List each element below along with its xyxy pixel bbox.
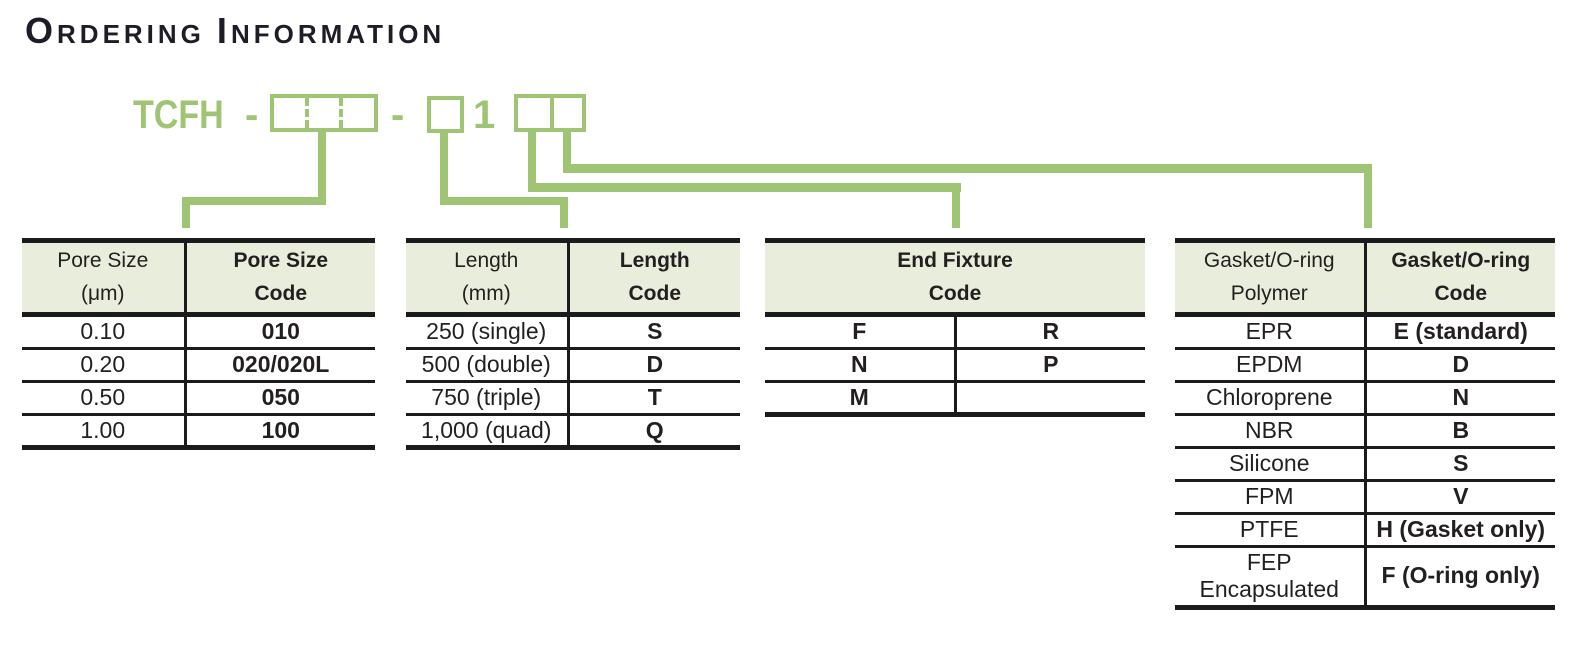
table-cell: 750 (triple)	[406, 379, 570, 415]
table-cell: FPM	[1175, 478, 1367, 514]
length-table-column-header: Length (mm)	[406, 240, 570, 318]
pore-size-code-box-divider	[339, 98, 343, 128]
table-cell: 500 (double)	[406, 346, 570, 382]
part-number-prefix: TCFH	[133, 93, 224, 137]
table-cell: S	[568, 313, 740, 349]
end-fixture-connector-stem	[528, 130, 536, 192]
table-cell: D	[568, 346, 740, 382]
length-code-box	[427, 96, 464, 133]
table-cell: 020/020L	[185, 346, 375, 382]
table-cell: Q	[568, 412, 740, 448]
part-number-fixed-digit: 1	[473, 93, 496, 137]
table-cell: F (O-ring only)	[1365, 544, 1555, 608]
end-fixture-gasket-box-divider	[550, 98, 554, 128]
table-cell: N	[765, 346, 957, 382]
table-cell: EPDM	[1175, 346, 1367, 382]
table-cell	[955, 379, 1145, 415]
pore-connector-stem	[318, 130, 326, 205]
title-word-ordering: ORDERING	[25, 10, 205, 51]
end-fixture-table-header: End Fixture Code	[765, 240, 1145, 318]
table-cell: Chloroprene	[1175, 379, 1367, 415]
length-connector-drop	[560, 197, 568, 228]
table-row: 750 (triple)T	[406, 379, 740, 415]
table-cell: 050	[185, 379, 375, 415]
pore-size-table-header-row: Pore Size (μm)Pore Size Code	[22, 240, 375, 318]
end-fixture-gasket-box	[514, 94, 586, 132]
table-cell: S	[1365, 445, 1555, 481]
gasket-oring-table-column-header: Gasket/O-ring Code	[1365, 240, 1555, 318]
part-number-dash-2: -	[391, 93, 405, 137]
table-cell: V	[1365, 478, 1555, 514]
table-cell: 0.10	[22, 313, 187, 349]
table-cell: F	[765, 313, 957, 349]
table-cell: FEP Encapsulated	[1175, 544, 1367, 608]
table-row: 1,000 (quad)Q	[406, 412, 740, 448]
table-cell: H (Gasket only)	[1365, 511, 1555, 547]
table-cell: 250 (single)	[406, 313, 570, 349]
gasket-connector-stem	[563, 130, 571, 173]
pore-size-table-column-header: Pore Size (μm)	[22, 240, 187, 318]
table-row: 250 (single)S	[406, 313, 740, 349]
table-cell: 100	[185, 412, 375, 448]
table-cell: Silicone	[1175, 445, 1367, 481]
table-cell: M	[765, 379, 957, 415]
length-table-column-header: Length Code	[568, 240, 740, 318]
table-cell: P	[955, 346, 1145, 382]
gasket-connector-drop	[1364, 164, 1372, 228]
table-cell: 1.00	[22, 412, 187, 448]
table-cell: T	[568, 379, 740, 415]
length-connector-stem	[440, 131, 448, 205]
table-cell: D	[1365, 346, 1555, 382]
end-fixture-table-header-row: End Fixture Code	[765, 240, 1145, 318]
part-number-dash-1: -	[245, 93, 259, 137]
length-table-header-row: Length (mm)Length Code	[406, 240, 740, 318]
table-cell: N	[1365, 379, 1555, 415]
end-fixture-connector-drop	[952, 183, 960, 228]
pore-size-code-box	[270, 94, 378, 132]
pore-size-table-column-header: Pore Size Code	[185, 240, 375, 318]
end-fixture-connector-horizontal	[528, 183, 961, 192]
table-cell: E (standard)	[1365, 313, 1555, 349]
length-connector-horizontal	[440, 197, 568, 205]
gasket-oring-table-column-header: Gasket/O-ring Polymer	[1175, 240, 1367, 318]
page-title: ORDERING INFORMATION	[25, 10, 457, 52]
pore-connector-drop	[182, 197, 190, 228]
table-cell: PTFE	[1175, 511, 1367, 547]
table-row: 500 (double)D	[406, 346, 740, 382]
table-row: M	[765, 379, 1145, 415]
table-cell: NBR	[1175, 412, 1367, 448]
title-word-information: INFORMATION	[216, 10, 446, 51]
table-cell: EPR	[1175, 313, 1367, 349]
table-cell: 0.20	[22, 346, 187, 382]
table-cell: 0.50	[22, 379, 187, 415]
pore-size-code-box-divider	[305, 98, 309, 128]
pore-connector-horizontal	[182, 197, 326, 205]
table-cell: 010	[185, 313, 375, 349]
table-cell: B	[1365, 412, 1555, 448]
table-cell: R	[955, 313, 1145, 349]
gasket-connector-horizontal	[563, 164, 1372, 173]
table-cell: 1,000 (quad)	[406, 412, 570, 448]
